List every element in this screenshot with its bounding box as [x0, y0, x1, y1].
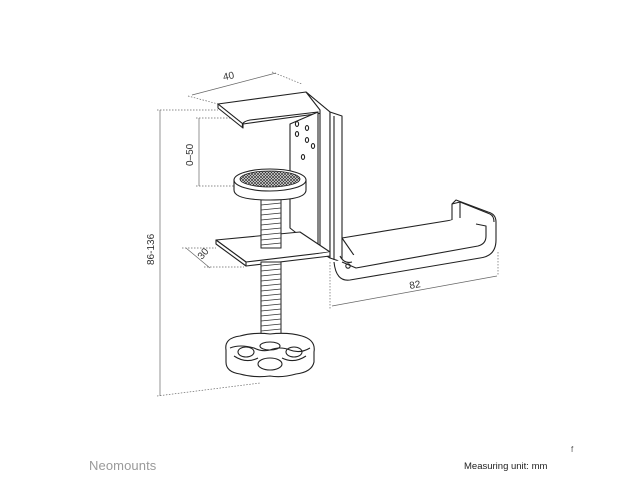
clamp-knob [225, 332, 315, 378]
dimension-width-label: 40 [222, 70, 236, 83]
dimension-hook-length-label: 82 [409, 279, 422, 292]
dimension-depth-label: 30 [196, 246, 212, 262]
dimension-clamp-range-label: 0–50 [185, 143, 196, 166]
clamp-frame [215, 91, 343, 267]
headphone-hook [333, 199, 497, 281]
clamp-screw [260, 195, 282, 341]
dimension-height-label: 86-136 [146, 233, 157, 265]
pressure-pad [233, 168, 307, 201]
corner-mark: f [571, 445, 574, 454]
brand-logo-text: Neomounts [89, 458, 157, 473]
measuring-unit-note: Measuring unit: mm [464, 461, 548, 472]
